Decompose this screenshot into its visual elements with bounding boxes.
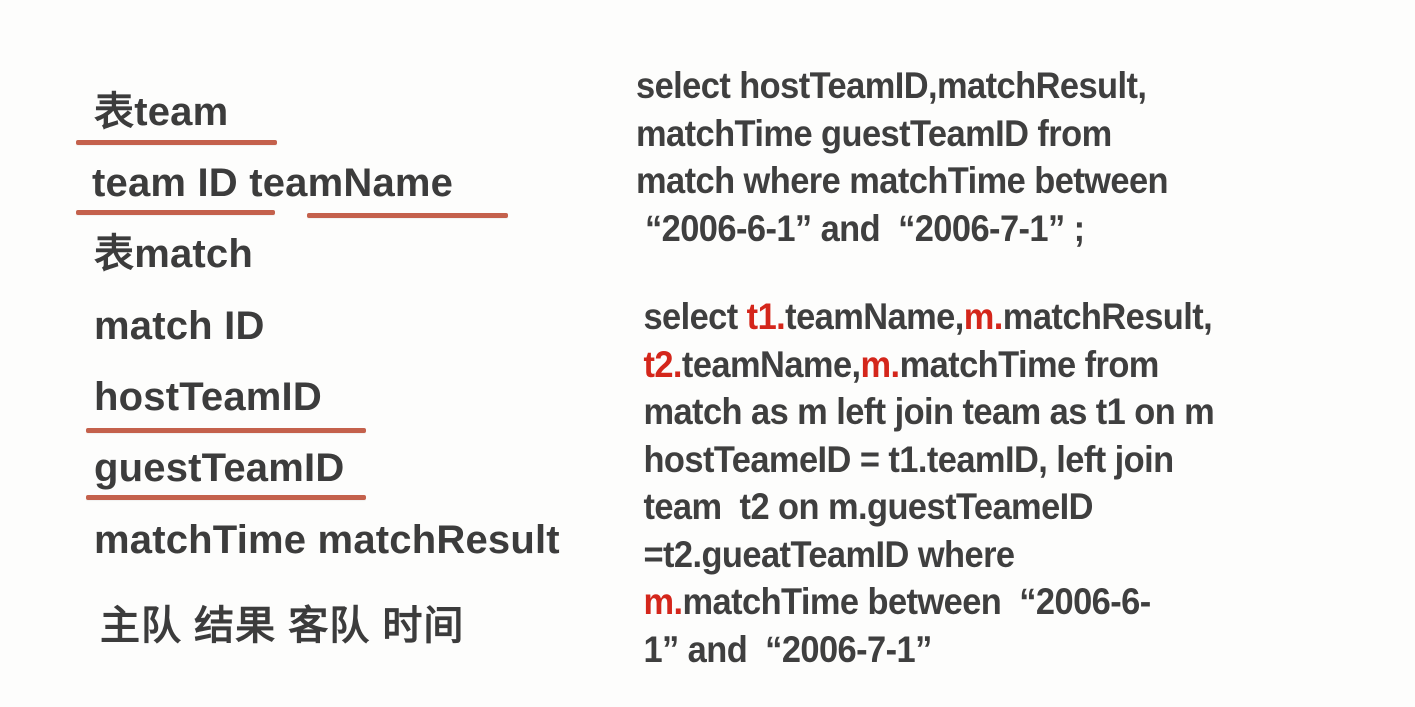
sql-text: 1” and “2006-7-1” (643, 628, 932, 670)
sql-text: “2006-6-1” and “2006-7-1” ; (636, 207, 1085, 249)
sql-alias-highlight: m. (643, 581, 683, 622)
underline-team-name (307, 213, 508, 218)
sql-line: =t2.gueatTeamID where (636, 531, 1360, 579)
sql-text: matchResult, (1002, 296, 1213, 337)
sql-alias-highlight: m. (860, 343, 901, 385)
sql-alias-highlight: t2. (643, 343, 682, 385)
sql-line: select t1.teamName,m.matchResult, (636, 293, 1360, 341)
sql-text: matchTime between “2006-6- (682, 581, 1151, 622)
underline-team-id (76, 210, 275, 215)
sql-line: hostTeameID = t1.teamID, left join (636, 436, 1360, 484)
sql-text: teamName, (785, 296, 964, 337)
sql-text: teamName, (681, 343, 861, 385)
sql-alias-highlight: m. (963, 296, 1004, 337)
sql-text: =t2.gueatTeamID where (643, 533, 1015, 575)
chinese-column-labels: 主队 结果 客队 时间 (100, 604, 465, 648)
sql-text: matchTime guestTeamID from (636, 112, 1112, 154)
sql-line: matchTime guestTeamID from (636, 110, 1360, 158)
host-team-id-column: hostTeamID (94, 375, 322, 419)
sql-query-1: select hostTeamID,matchResult, matchTime … (636, 62, 1415, 252)
sql-line: “2006-6-1” and “2006-7-1” ; (636, 205, 1360, 253)
match-time-result-columns: matchTime matchResult (94, 518, 560, 562)
sql-text: match as m left join team as t1 on m (643, 391, 1215, 432)
sql-query-2: select t1.teamName,m.matchResult,t2.team… (636, 293, 1415, 673)
sql-text: select hostTeamID,matchResult, (636, 65, 1147, 106)
team-columns: team ID teamName (92, 161, 454, 205)
underline-host-team-id (86, 428, 366, 433)
sql-text: team t2 on m.guestTeameID (643, 486, 1093, 527)
sql-line: 1” and “2006-7-1” (636, 626, 1360, 674)
sql-line: match where matchTime between (636, 157, 1360, 205)
sql-line: match as m left join team as t1 on m (636, 388, 1360, 436)
sql-line: select hostTeamID,matchResult, (636, 62, 1360, 110)
sql-text: select (643, 296, 747, 337)
sql-text: match where matchTime between (636, 160, 1169, 201)
sql-alias-highlight: t1. (746, 296, 786, 337)
table-team-heading: 表team (94, 90, 229, 134)
table-match-heading: 表match (94, 232, 254, 276)
sql-text: matchTime from (899, 343, 1160, 385)
sql-queries-column: select hostTeamID,matchResult, matchTime … (636, 0, 1415, 707)
guest-team-id-column: guestTeamID (94, 446, 345, 490)
schema-notes-column: 表team team ID teamName 表match match ID h… (0, 0, 620, 707)
underline-guest-team-id (86, 495, 366, 500)
sql-line: t2.teamName,m.matchTime from (636, 341, 1360, 389)
match-id-column: match ID (94, 304, 265, 348)
underline-table-team (76, 140, 277, 145)
sql-text: hostTeameID = t1.teamID, left join (643, 438, 1174, 480)
sql-line: m.matchTime between “2006-6- (636, 578, 1360, 626)
sql-line: team t2 on m.guestTeameID (636, 483, 1360, 531)
